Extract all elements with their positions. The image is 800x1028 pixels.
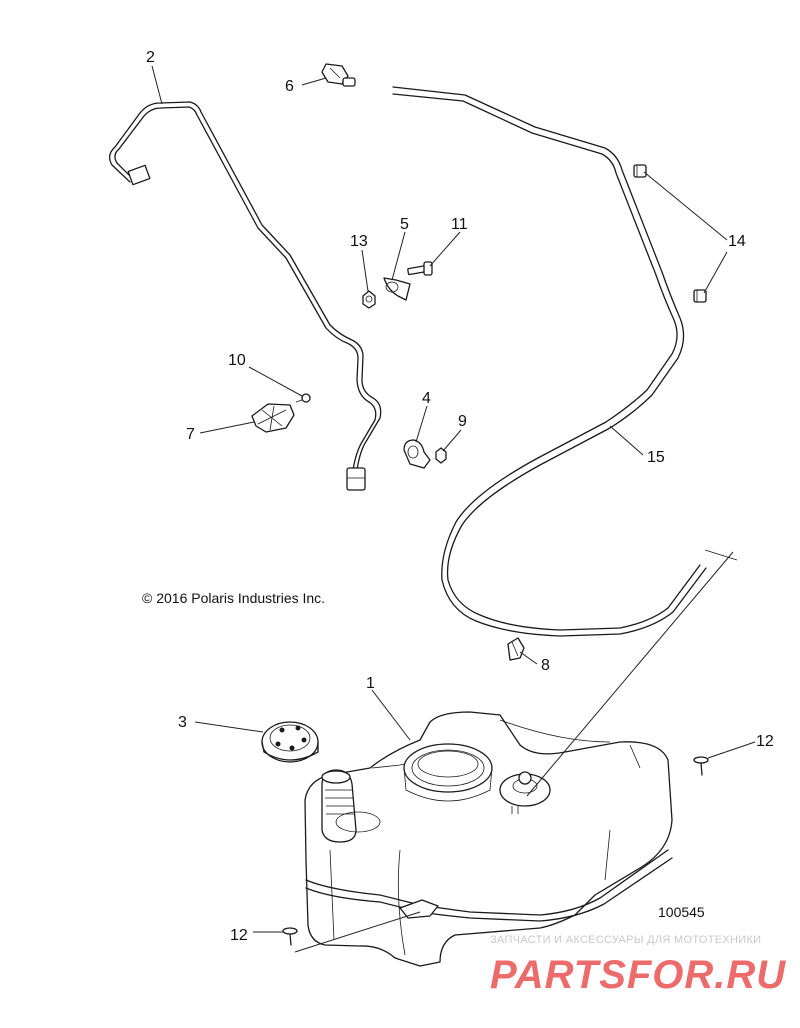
callout-9: 9 — [458, 413, 467, 430]
clip-part-14-upper[interactable] — [633, 164, 647, 178]
callout-12-left: 12 — [230, 927, 248, 944]
reference-outline — [704, 549, 738, 561]
retainer-clip-part-7[interactable] — [251, 403, 295, 433]
callout-14: 14 — [728, 233, 746, 250]
vent-line-part-15[interactable] — [392, 86, 707, 637]
copyright-notice: © 2016 Polaris Industries Inc. — [142, 590, 326, 606]
diagram-number: 100545 — [658, 904, 705, 920]
callout-13: 13 — [350, 233, 368, 250]
callout-4: 4 — [422, 390, 431, 407]
leader-lines — [151, 65, 756, 953]
rivet-part-12-right[interactable] — [693, 756, 709, 776]
fuel-cap-part-3[interactable] — [261, 721, 319, 763]
screw-part-10[interactable] — [295, 393, 311, 403]
callout-5: 5 — [400, 216, 409, 233]
callout-15: 15 — [647, 449, 665, 466]
nut-part-13[interactable] — [362, 290, 376, 309]
callout-10: 10 — [228, 352, 246, 369]
watermark-logo-text: PARTSFOR.RU — [490, 953, 786, 997]
callout-6: 6 — [285, 78, 294, 95]
nut-part-9[interactable] — [435, 447, 447, 464]
callout-7: 7 — [186, 426, 195, 443]
rivet-part-12-left[interactable] — [282, 927, 298, 946]
callout-11: 11 — [451, 216, 468, 233]
clip-part-8[interactable] — [507, 637, 525, 661]
watermark-tagline: ЗАПЧАСТИ И АКСЕССУАРЫ ДЛЯ МОТОТЕХНИКИ — [490, 934, 762, 946]
callout-2: 2 — [146, 49, 155, 66]
bolt-part-11[interactable] — [407, 261, 433, 276]
fuel-tank-part-1[interactable] — [304, 711, 673, 967]
callout-8: 8 — [541, 657, 550, 674]
callout-1: 1 — [366, 675, 375, 692]
callout-3: 3 — [178, 714, 187, 731]
fitting-part-6[interactable] — [321, 63, 356, 87]
watermark-logo: PARTSFOR.RU — [490, 953, 786, 997]
clamp-part-4[interactable] — [403, 439, 431, 469]
clip-part-14-lower[interactable] — [693, 289, 707, 303]
clamp-part-5[interactable] — [383, 277, 411, 301]
callout-12-right: 12 — [756, 733, 774, 750]
fuel-line-part-2[interactable] — [108, 101, 382, 491]
callout-labels: 2 6 5 11 13 14 10 4 9 7 15 8 1 3 12 12 — [146, 49, 774, 944]
